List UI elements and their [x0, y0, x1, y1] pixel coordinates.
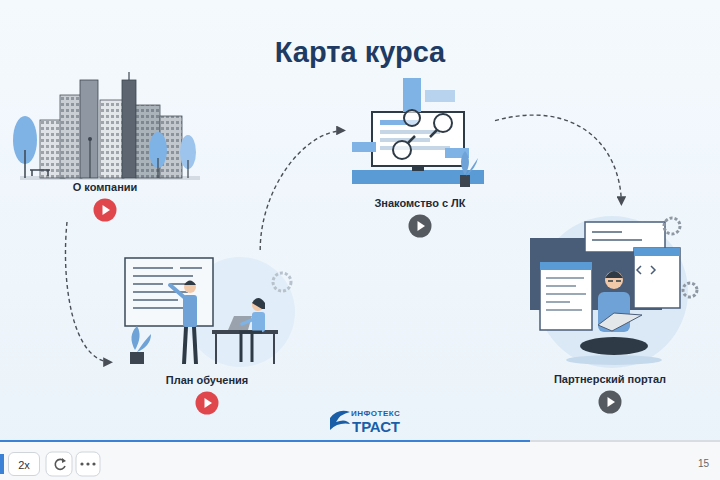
dot — [80, 462, 83, 465]
progress-fill — [0, 440, 530, 442]
illustration-space — [112, 250, 302, 374]
illustration-space — [345, 75, 495, 197]
play-button — [598, 390, 622, 414]
logo-text: ТРАСТ — [352, 418, 400, 435]
dashed-connector — [260, 130, 345, 250]
dot — [86, 462, 89, 465]
step-caption: План обучения — [163, 374, 252, 386]
portal-illustration — [530, 216, 697, 368]
bar-marker — [0, 454, 4, 474]
play-button — [408, 214, 432, 238]
city-illustration — [13, 72, 200, 180]
course-step: О компании — [10, 75, 200, 222]
slide-number: 15 — [698, 458, 709, 469]
replay-icon-head — [62, 458, 66, 463]
logo-mark — [330, 411, 350, 430]
course-step: План обучения — [112, 250, 302, 415]
play-button — [195, 391, 219, 415]
player-bar — [0, 442, 720, 480]
step-caption: Партнерский портал — [551, 373, 669, 385]
play-button — [93, 198, 117, 222]
training-illustration — [125, 257, 295, 367]
replay-button — [46, 452, 72, 476]
speed-button: 2x — [8, 452, 40, 476]
course-step: Знакомство с ЛК — [345, 75, 495, 238]
progress-track — [0, 440, 720, 442]
dashed-connector — [65, 222, 112, 362]
account-illustration — [352, 78, 484, 187]
more-button — [76, 452, 100, 476]
course-step: Партнерский портал — [515, 205, 705, 414]
illustration-space — [10, 75, 200, 181]
step-caption: Знакомство с ЛК — [371, 197, 468, 209]
step-caption: О компании — [70, 181, 141, 193]
logo-text: ИНФОТЕКС — [351, 409, 400, 418]
dashed-connector — [495, 115, 621, 205]
dot — [92, 462, 95, 465]
title: Карта курса — [0, 36, 720, 69]
illustration-space — [515, 205, 705, 373]
